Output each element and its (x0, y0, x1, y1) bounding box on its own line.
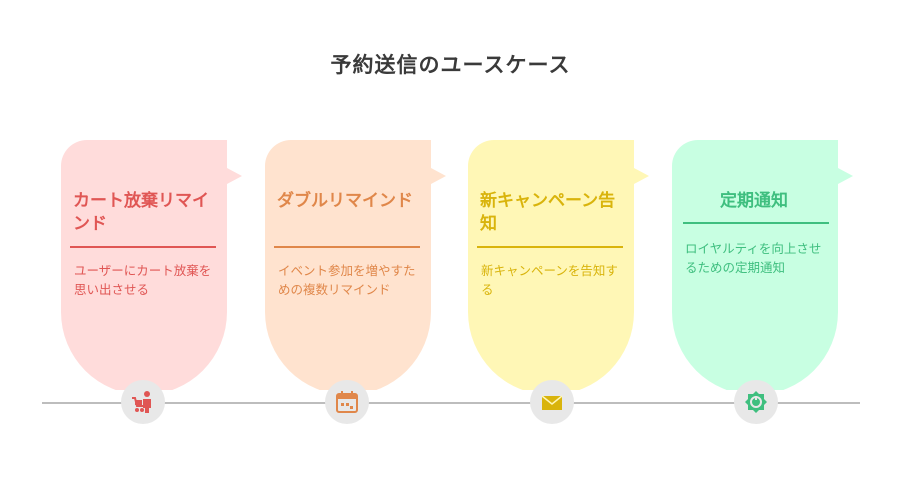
timeline-line (42, 402, 860, 404)
step-node-4 (734, 380, 778, 424)
step-description: ユーザーにカート放棄を思い出させる (74, 263, 212, 297)
envelope-icon (541, 395, 563, 410)
shopping-cart-person-icon (132, 391, 151, 413)
step-title: 新キャンペーン告知 (480, 191, 616, 234)
step-divider (683, 222, 829, 224)
step-card-cart-abandon: カート放棄リマインド ユーザーにカート放棄を思い出させる (61, 140, 261, 390)
step-description: 新キャンペーンを告知する (481, 263, 618, 297)
step-title: ダブルリマインド (277, 191, 413, 211)
card-shape (672, 140, 853, 390)
step-node-2 (325, 380, 369, 424)
step-divider (477, 246, 623, 248)
step-description: ロイヤルティを向上させるための定期通知 (685, 241, 822, 275)
step-node-1 (121, 380, 165, 424)
step-card-new-campaign: 新キャンペーン告知 新キャンペーンを告知する (468, 140, 668, 390)
card-shape (265, 140, 446, 390)
calendar-icon (336, 391, 358, 413)
loyalty-badge-icon (745, 391, 767, 413)
step-card-periodic-notice: 定期通知 ロイヤルティを向上させるための定期通知 (672, 140, 872, 390)
step-node-3 (530, 380, 574, 424)
step-divider (70, 246, 216, 248)
step-title: カート放棄リマインド (73, 191, 209, 234)
card-shape (61, 140, 242, 390)
card-shape (468, 140, 649, 390)
step-description: イベント参加を増やすための複数リマインド (278, 263, 416, 297)
step-divider (274, 246, 420, 248)
step-title: 定期通知 (720, 191, 788, 211)
diagram-title: 予約送信のユースケース (330, 53, 571, 77)
step-card-double-remind: ダブルリマインド イベント参加を増やすための複数リマインド (265, 140, 465, 390)
